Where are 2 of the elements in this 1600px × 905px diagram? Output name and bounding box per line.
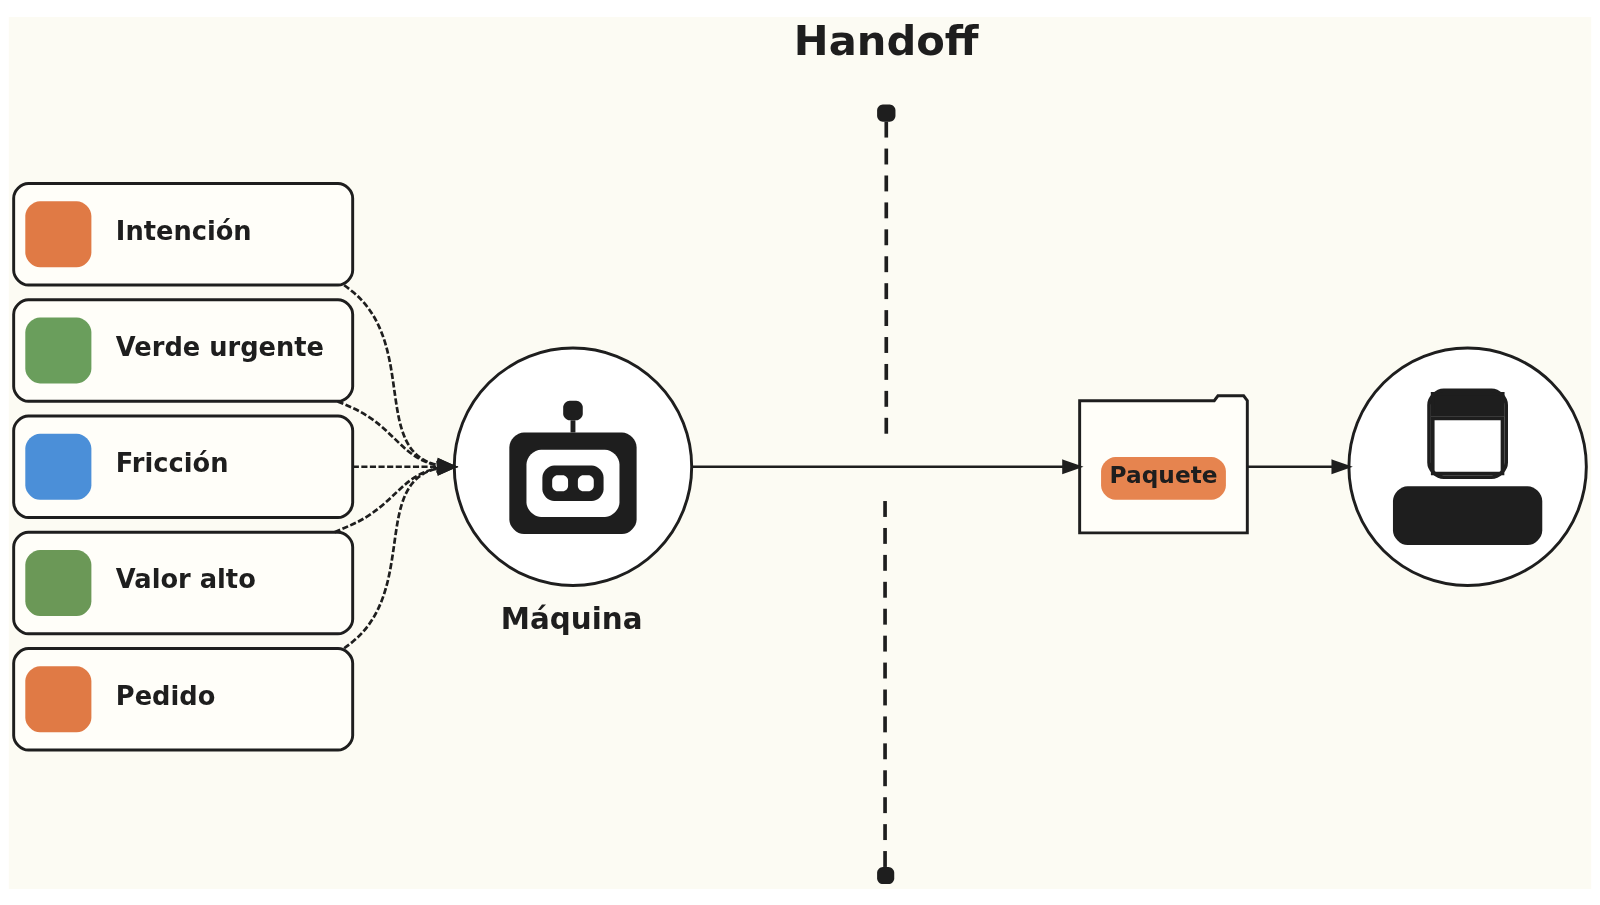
label: Handoff [793, 15, 979, 65]
node-label: Máquina [500, 601, 643, 636]
